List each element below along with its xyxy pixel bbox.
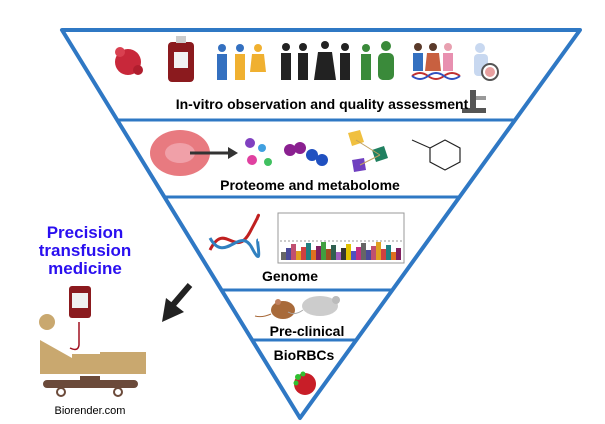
bio-rbc-icon	[293, 371, 316, 395]
manhattan-bar	[386, 245, 391, 260]
microscope-icon	[462, 90, 486, 113]
manhattan-bar	[371, 246, 376, 260]
proteins-icon	[245, 138, 328, 166]
manhattan-bar	[376, 242, 381, 260]
manhattan-bar	[281, 252, 286, 260]
manhattan-bar	[361, 243, 366, 260]
outcome-line-3: medicine	[48, 259, 122, 278]
blood-bag-icon	[168, 36, 194, 82]
manhattan-bar	[311, 250, 316, 260]
manhattan-bar	[381, 249, 386, 260]
biorender-credit: Biorender.com	[55, 405, 126, 417]
manhattan-bar	[396, 248, 401, 260]
manhattan-bar	[321, 242, 326, 260]
manhattan-bar	[366, 250, 371, 260]
chemical-structure-icon	[411, 139, 461, 171]
manhattan-bar	[351, 251, 356, 260]
arrow-icon	[190, 147, 238, 159]
outcome-line-1: Precision	[47, 223, 124, 242]
manhattan-bar	[356, 247, 361, 260]
level-label-invitro: In-vitro observation and quality assessm…	[176, 96, 469, 112]
manhattan-bar	[316, 246, 321, 260]
patient-magnifier-icon	[474, 43, 499, 81]
metabolite-network-icon	[348, 130, 388, 172]
dna-helix-icon	[208, 213, 261, 258]
transfusion-patient-icon	[39, 286, 146, 397]
red-cell-icon	[150, 130, 210, 176]
manhattan-bar	[346, 244, 351, 260]
level-label-preclinical: Pre-clinical	[270, 323, 345, 339]
outcome-line-2: transfusion	[39, 241, 132, 260]
level-label-proteome: Proteome and metabolome	[220, 177, 400, 193]
manhattan-bar	[341, 248, 346, 260]
level-label-biorbcs: BioRBCs	[274, 347, 335, 363]
manhattan-bar	[301, 247, 306, 260]
manhattan-bar	[306, 243, 311, 260]
manhattan-bar	[296, 251, 301, 260]
rat-icon	[287, 296, 340, 316]
mouse-icon	[254, 299, 295, 319]
manhattan-bar	[391, 252, 396, 260]
level-label-genome: Genome	[262, 268, 318, 284]
manhattan-bar	[326, 249, 331, 260]
manhattan-bar	[286, 248, 291, 260]
rbc-cluster-icon	[115, 47, 143, 75]
diverse-people-icon	[217, 41, 461, 80]
manhattan-plot-icon	[277, 212, 405, 264]
manhattan-bar	[291, 244, 296, 260]
manhattan-bar	[336, 252, 341, 260]
manhattan-bar	[331, 245, 336, 260]
down-left-arrow-icon	[162, 283, 193, 322]
